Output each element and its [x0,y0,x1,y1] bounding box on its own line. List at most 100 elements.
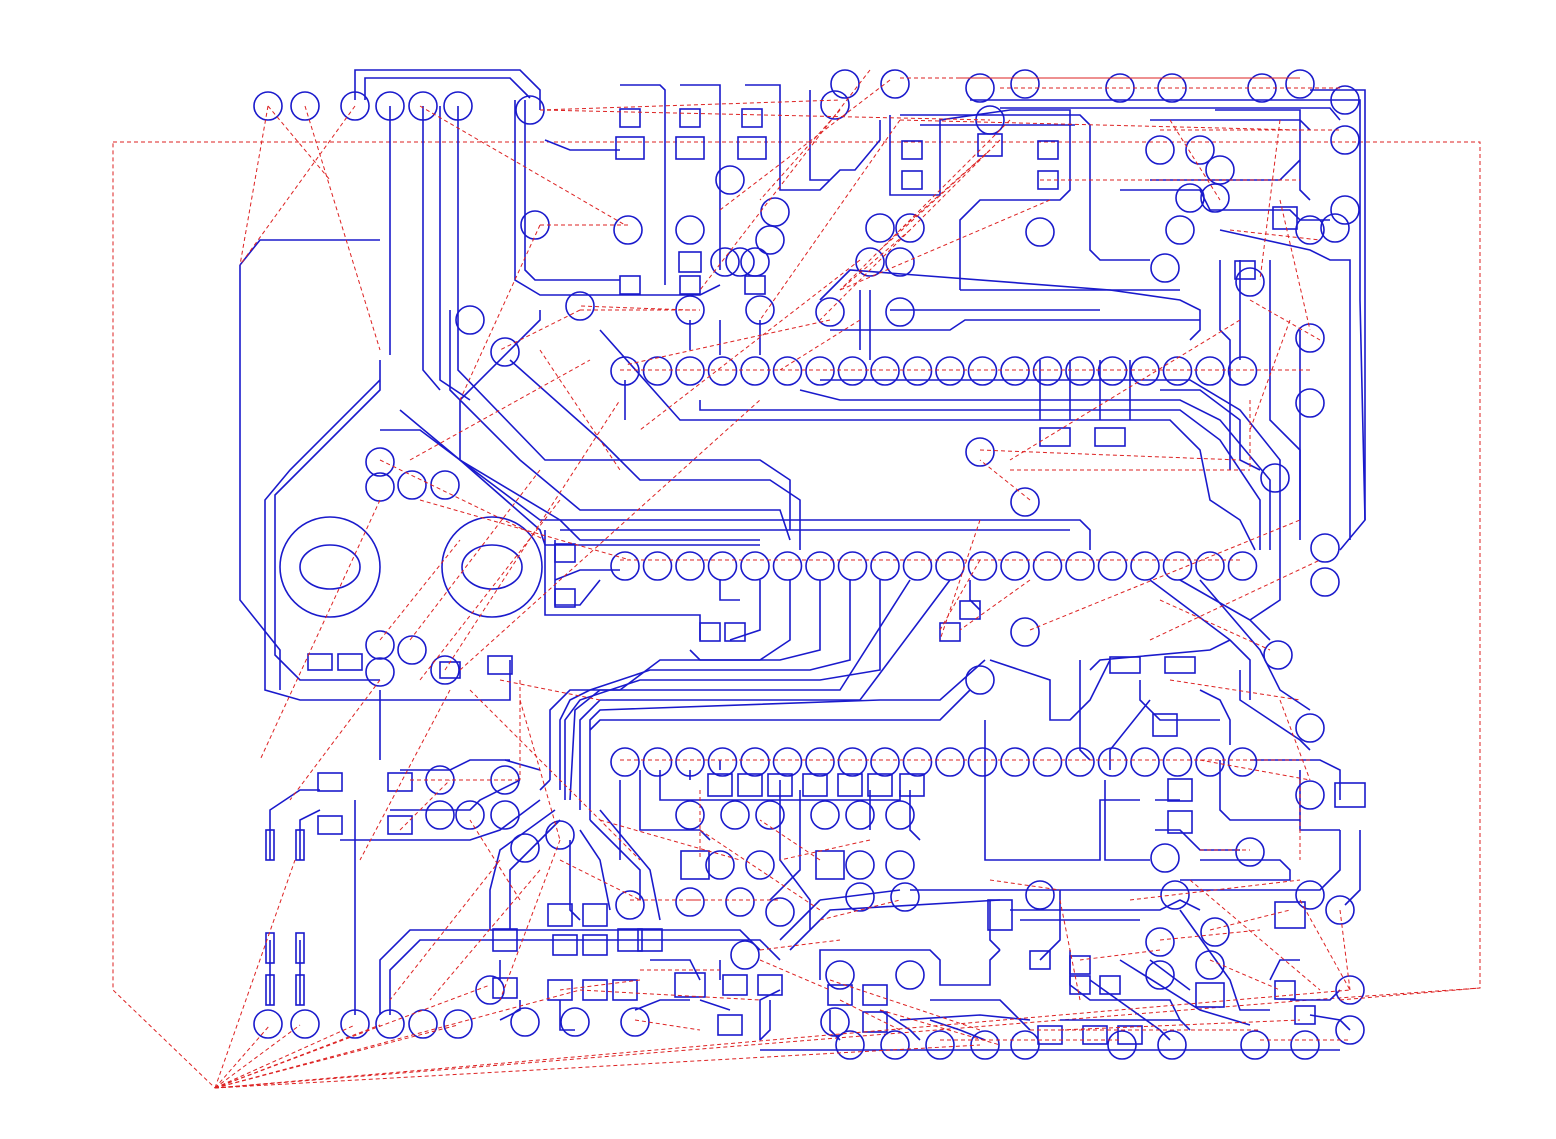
round-pad [1227,747,1258,777]
ratsnest-line [1159,929,1261,941]
copper-trace [589,689,971,731]
square-pad [675,136,705,160]
ratsnest-line [539,99,841,111]
square-pad [554,588,576,608]
square-pad [619,275,641,295]
square-pad [1069,955,1091,975]
round-pad [1263,640,1293,670]
round-pad [1235,837,1265,867]
ratsnest-line [214,984,491,1089]
round-pad [755,800,785,830]
ratsnest-line [214,1024,356,1089]
copper-trace [779,780,811,930]
round-pad [1162,356,1193,386]
round-pad [1165,215,1195,245]
round-pad [715,165,745,195]
round-pad [1330,125,1360,155]
copper-trace [544,530,701,640]
round-pad [1295,323,1325,353]
square-pad [582,934,608,956]
square-pad [492,928,518,952]
copper-trace [779,899,821,941]
round-pad [1205,155,1235,185]
copper-trace [820,379,1281,621]
round-pad [885,850,915,880]
ratsnest-line [759,959,831,991]
ratsnest-line [1279,699,1311,781]
copper-trace [1139,680,1220,721]
round-pad [253,1009,283,1039]
ratsnest-line [1249,319,1291,431]
round-pad [510,833,540,863]
round-pad [1032,747,1063,777]
round-pad [745,850,775,880]
copper-trace [579,829,611,911]
ratsnest-line [1169,119,1221,201]
ratsnest-line [1059,1019,1301,1031]
round-pad [1200,183,1230,213]
round-pad [675,800,705,830]
square-pad [619,108,641,128]
copper-trace [569,840,581,921]
square-pad [959,600,981,620]
round-pad [613,215,643,245]
square-pad [1167,810,1193,834]
round-pad [675,356,705,386]
square-pad [487,655,513,675]
copper-trace [699,400,1261,550]
copper-trace [769,790,801,901]
copper-trace [399,409,760,546]
copper-trace [589,819,641,900]
copper-trace [1104,780,1150,861]
round-pad [765,897,795,927]
ratsnest-line [1159,599,1271,651]
copper-trace [789,899,1001,951]
ratsnest-line [409,469,541,641]
ratsnest-line [634,1019,701,1031]
round-pad [1295,215,1325,245]
round-pad [730,940,760,970]
ratsnest-line [539,109,991,121]
copper-trace [1199,689,1231,745]
copper-trace [639,770,711,841]
round-pad [855,247,885,277]
round-pad [1145,135,1175,165]
copper-trace [1150,119,1311,131]
round-pad [408,1009,438,1039]
round-pad [935,551,965,581]
ratsnest-line [214,1024,301,1089]
square-pad [1167,778,1193,802]
round-pad [967,356,998,386]
ratsnest-line [214,1024,381,1089]
square-pad [837,773,863,797]
round-pad [1107,1030,1137,1060]
round-pad [443,1009,473,1039]
square-pad [737,773,763,797]
square-pad [827,984,853,1006]
round-pad [1010,487,1040,517]
square-pad [547,979,573,1001]
ratsnest-line [959,579,1031,631]
square-pad [722,974,748,996]
copper-trace [559,1000,575,1031]
square-pad [674,972,706,998]
copper-trace [1149,579,1251,700]
ratsnest-line [899,119,1301,131]
round-pad [967,747,998,777]
square-pad [582,979,608,1001]
ratsnest-line [979,449,1241,461]
round-pad [820,1007,850,1037]
ratsnest-line [519,699,561,841]
round-pad [740,356,770,386]
ratsnest-line [1079,949,1161,961]
copper-trace [1300,830,1341,891]
ratsnest-line [979,459,1031,501]
ratsnest-line [499,309,581,351]
round-pad [725,247,755,277]
round-pad [1227,551,1258,581]
square-pad [1272,206,1298,230]
ratsnest-line [779,839,871,861]
copper-trace [489,809,556,930]
square-pad [1234,260,1256,280]
round-pad [475,975,505,1005]
